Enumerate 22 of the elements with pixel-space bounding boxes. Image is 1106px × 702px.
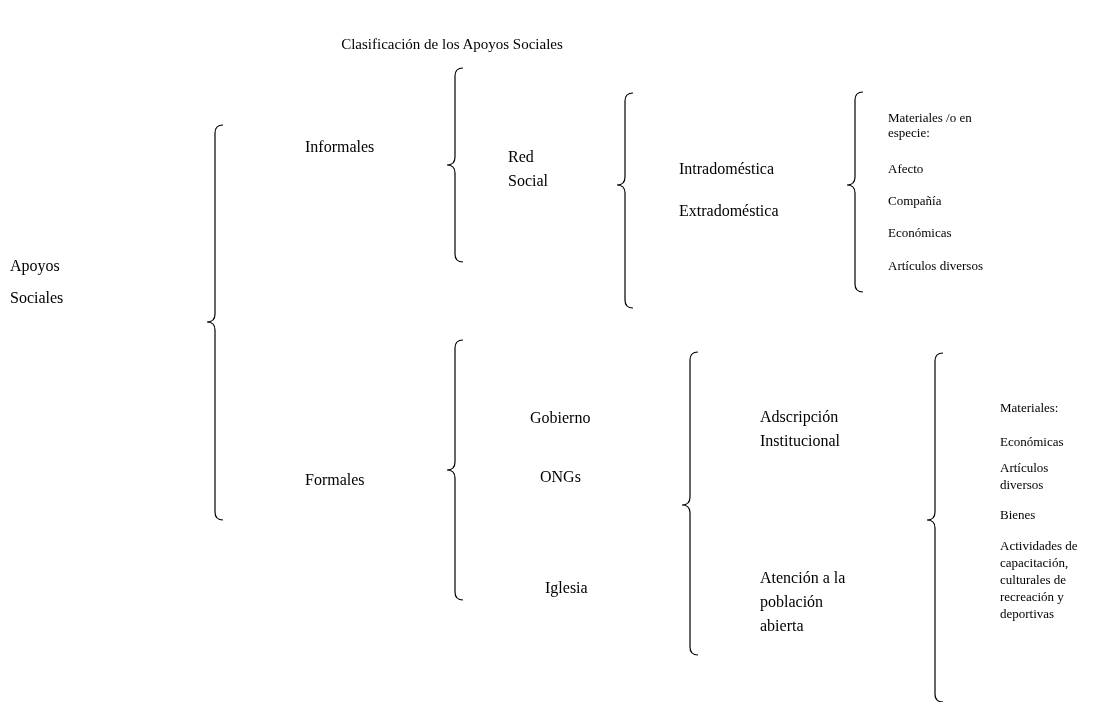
list-item: Compañía bbox=[888, 193, 942, 209]
list-item: Económicas bbox=[1000, 434, 1064, 450]
category-label: Gobierno bbox=[530, 408, 591, 428]
category-label: Atención a la población abierta bbox=[760, 568, 847, 636]
category-label: Formales bbox=[305, 470, 365, 490]
category-label: Intradoméstica bbox=[679, 159, 775, 179]
category-label: Informales bbox=[305, 137, 375, 157]
category-label: Iglesia bbox=[545, 578, 588, 598]
list-item: Económicas bbox=[888, 225, 952, 241]
list-item: Actividades de capacitación, culturales de recreación y deportivas bbox=[1000, 537, 1079, 622]
list-item: Artículos diversos bbox=[1000, 459, 1050, 493]
list-item: Artículos diversos bbox=[888, 258, 983, 274]
category-label: Red Social bbox=[508, 147, 549, 191]
category-label: Apoyos Sociales bbox=[10, 256, 65, 308]
category-label: ONGs bbox=[540, 467, 581, 487]
list-item: Bienes bbox=[1000, 507, 1036, 523]
category-label: Adscripción Institucional bbox=[760, 407, 841, 451]
list-item: Materiales /o en especie: bbox=[888, 110, 973, 140]
list-item: Materiales: bbox=[1000, 400, 1059, 416]
diagram-title: Clasificación de los Apoyos Sociales bbox=[340, 35, 564, 54]
category-label: Extradoméstica bbox=[679, 201, 779, 221]
list-item: Afecto bbox=[888, 161, 924, 177]
